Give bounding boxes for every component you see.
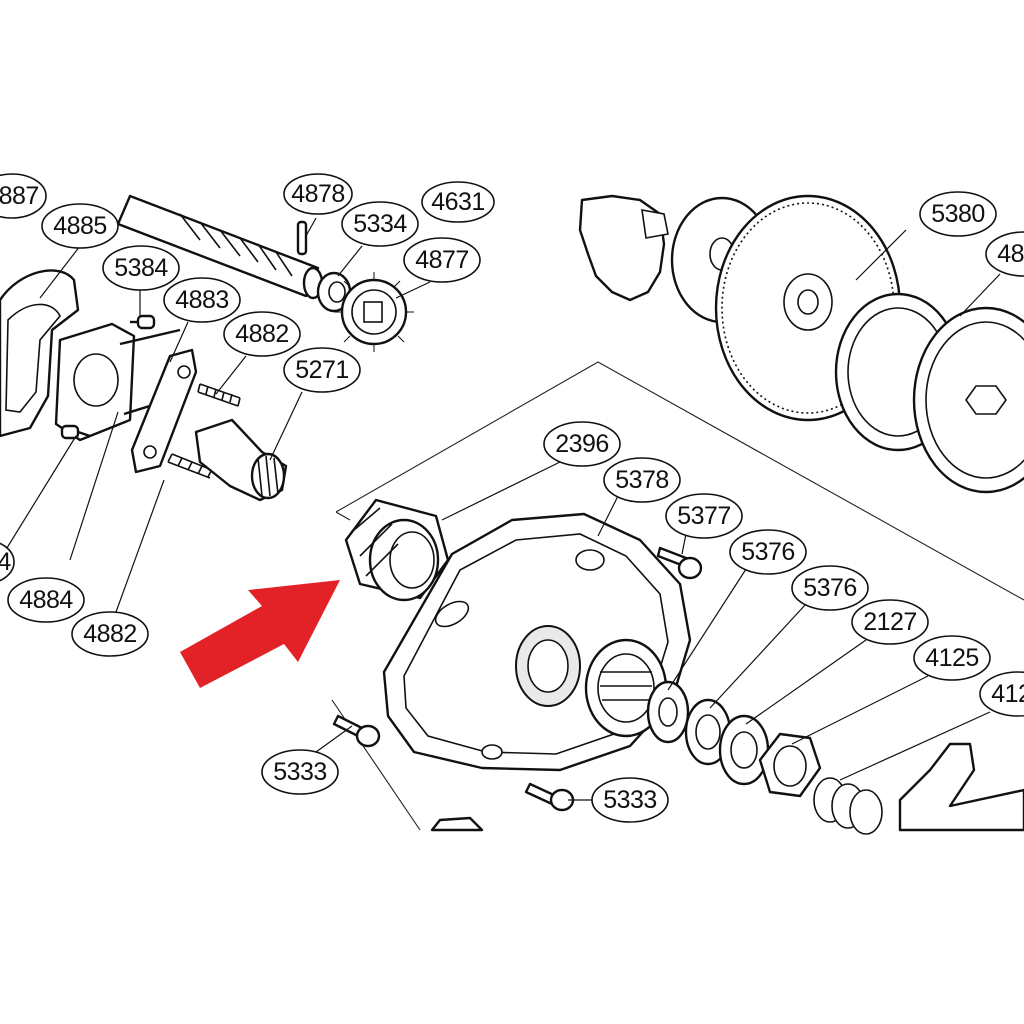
- frame-part: [0, 269, 80, 438]
- callout-5384: 5384: [102, 245, 180, 291]
- callout-5333-left: 5333: [261, 749, 339, 795]
- side-plate-assembly: [332, 498, 1024, 835]
- callout-5334: 5334: [341, 201, 419, 247]
- pinion-gear-part: [194, 418, 288, 502]
- svg-text:4882: 4882: [235, 320, 289, 348]
- callout-2127: 2127: [851, 599, 929, 645]
- bushing-part: [316, 271, 352, 313]
- svg-text:4881: 4881: [997, 240, 1024, 268]
- svg-text:2127: 2127: [863, 608, 917, 636]
- callout-4878: 4878: [283, 173, 353, 215]
- svg-text:5271: 5271: [295, 356, 349, 384]
- callout-5271: 5271: [283, 347, 361, 393]
- callout-4884: 4884: [7, 577, 85, 623]
- callouts: 4887 4885 5384 4883 4882 5271 4878 5334: [0, 173, 1024, 823]
- callout-4882-upper: 4882: [223, 311, 301, 357]
- side-plate-part: [382, 512, 692, 772]
- washer-part-2127: [718, 714, 770, 786]
- right-assembly: [578, 194, 1024, 494]
- svg-text:5380: 5380: [931, 200, 985, 228]
- small-gear-part: [334, 272, 414, 352]
- highlighted-bearing-part: [344, 498, 450, 602]
- clutch-plate-part: [130, 348, 198, 474]
- star-drag-part: [578, 194, 669, 302]
- svg-text:5333: 5333: [273, 758, 327, 786]
- handle-part: [898, 742, 1024, 832]
- svg-text:5376: 5376: [741, 538, 795, 566]
- svg-text:4884: 4884: [0, 548, 11, 576]
- callout-2396-highlighted: 2396: [543, 421, 621, 467]
- left-assembly: [0, 194, 414, 502]
- callout-4882-lower: 4882: [71, 611, 149, 657]
- callout-4887: 4887: [0, 173, 47, 219]
- callout-4124: 4124: [979, 671, 1024, 717]
- svg-text:5376: 5376: [803, 574, 857, 602]
- callout-4125: 4125: [913, 635, 991, 681]
- callout-5333-right: 5333: [591, 777, 669, 823]
- callout-4884-edge: 4884: [0, 542, 15, 582]
- svg-text:5334: 5334: [353, 210, 407, 238]
- leader-lines: [1, 217, 1001, 801]
- svg-text:5384: 5384: [114, 254, 168, 282]
- callout-5378: 5378: [603, 457, 681, 503]
- callout-4631: 4631: [421, 181, 495, 223]
- callout-4877: 4877: [403, 237, 481, 283]
- svg-text:4884: 4884: [19, 586, 73, 614]
- callout-5380: 5380: [919, 191, 997, 237]
- svg-text:4883: 4883: [175, 286, 229, 314]
- svg-text:4887: 4887: [0, 182, 39, 210]
- svg-text:4885: 4885: [53, 212, 107, 240]
- callout-4885: 4885: [41, 203, 119, 249]
- callout-4881: 4881: [985, 231, 1024, 277]
- svg-text:4631: 4631: [431, 188, 485, 216]
- screw-part-5384: [130, 314, 156, 330]
- yoke-part: [54, 322, 183, 442]
- screw-part-5333-a: [332, 714, 381, 748]
- svg-text:4877: 4877: [415, 246, 469, 274]
- svg-text:4124: 4124: [991, 680, 1024, 708]
- svg-text:5333: 5333: [603, 786, 657, 814]
- screw-part-5377: [656, 546, 703, 580]
- key-washer-part: [912, 306, 1024, 494]
- callout-5377: 5377: [665, 493, 743, 539]
- svg-text:4882: 4882: [83, 620, 137, 648]
- nut-part-4125: [758, 732, 822, 798]
- callout-5376-b: 5376: [791, 565, 869, 611]
- cut-off-part: [430, 816, 484, 832]
- screw-part-5333-b: [524, 782, 575, 812]
- svg-text:4878: 4878: [291, 180, 345, 208]
- svg-text:4125: 4125: [925, 644, 979, 672]
- svg-text:2396: 2396: [555, 430, 609, 458]
- washer-part-5376-a: [646, 680, 690, 744]
- callout-5376-a: 5376: [729, 529, 807, 575]
- spring-part-4124: [813, 777, 883, 835]
- screw-part-left: [60, 424, 91, 440]
- highlight-arrow: [180, 580, 340, 688]
- callout-4883: 4883: [163, 277, 241, 323]
- svg-text:5377: 5377: [677, 502, 731, 530]
- spring-part-upper: [197, 383, 241, 407]
- svg-text:5378: 5378: [615, 466, 669, 494]
- spring-part-lower: [167, 453, 213, 479]
